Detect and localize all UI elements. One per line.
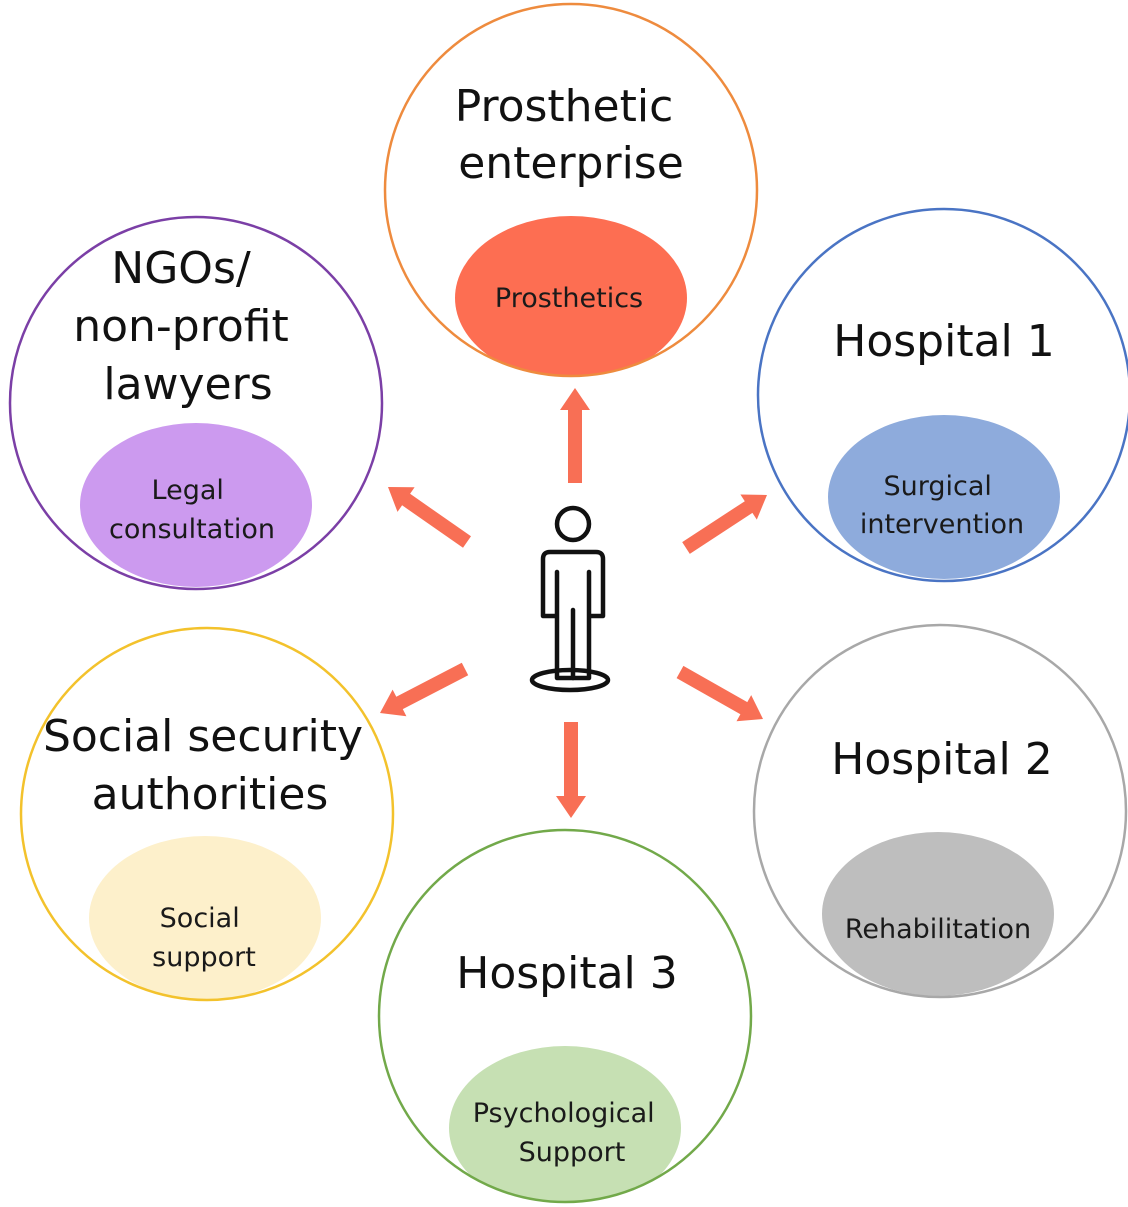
arrow-to-prosthetic-enterprise bbox=[560, 388, 590, 483]
service-label: Social support bbox=[152, 903, 256, 973]
arrow-to-ngo-lawyers bbox=[388, 487, 471, 548]
node-ring bbox=[756, 207, 1128, 583]
node-ring bbox=[383, 2, 759, 378]
service-blob-psychological-support bbox=[449, 1046, 681, 1202]
service-label: Prosthetics bbox=[495, 283, 643, 314]
node-ring bbox=[19, 626, 395, 1002]
service-blob-rehabilitation bbox=[822, 832, 1054, 996]
service-label: Surgical intervention bbox=[860, 471, 1024, 540]
person-icon bbox=[529, 505, 611, 693]
node-hospital-3: Hospital 3 Psychological Support bbox=[377, 828, 753, 1204]
service-blob-surgical-intervention bbox=[828, 415, 1060, 579]
arrow-to-hospital-3 bbox=[556, 722, 586, 818]
service-label: Legal consultation bbox=[109, 475, 275, 545]
node-title: Hospital 2 bbox=[831, 734, 1053, 785]
service-blob-social-support bbox=[89, 836, 321, 1000]
node-ngo-lawyers: NGOs/ non-profit lawyers Legal consultat… bbox=[8, 215, 384, 591]
node-ring bbox=[377, 828, 753, 1204]
node-ring bbox=[8, 215, 384, 591]
service-blob-legal-consultation bbox=[80, 423, 312, 587]
arrow-to-social-security bbox=[380, 662, 469, 717]
service-label: Psychological Support bbox=[473, 1098, 663, 1168]
node-hospital-1: Hospital 1 Surgical intervention bbox=[756, 207, 1128, 583]
arrow-to-hospital-1 bbox=[682, 494, 767, 554]
node-title: Social security authorities bbox=[43, 711, 377, 820]
arrows bbox=[380, 388, 767, 818]
service-label: Rehabilitation bbox=[845, 914, 1031, 945]
node-title: Hospital 1 bbox=[833, 316, 1055, 367]
node-title: Hospital 3 bbox=[456, 948, 678, 999]
node-title: NGOs/ non-profit lawyers bbox=[73, 243, 303, 410]
node-hospital-2: Hospital 2 Rehabilitation bbox=[752, 623, 1128, 999]
arrow-to-hospital-2 bbox=[676, 665, 763, 722]
service-blob-prosthetics bbox=[455, 216, 687, 376]
node-prosthetic-enterprise: Prosthetic enterprise Prosthetics bbox=[383, 2, 759, 378]
node-title: Prosthetic enterprise bbox=[455, 81, 688, 189]
node-social-security: Social security authorities Social suppo… bbox=[19, 626, 395, 1002]
node-ring bbox=[752, 623, 1128, 999]
